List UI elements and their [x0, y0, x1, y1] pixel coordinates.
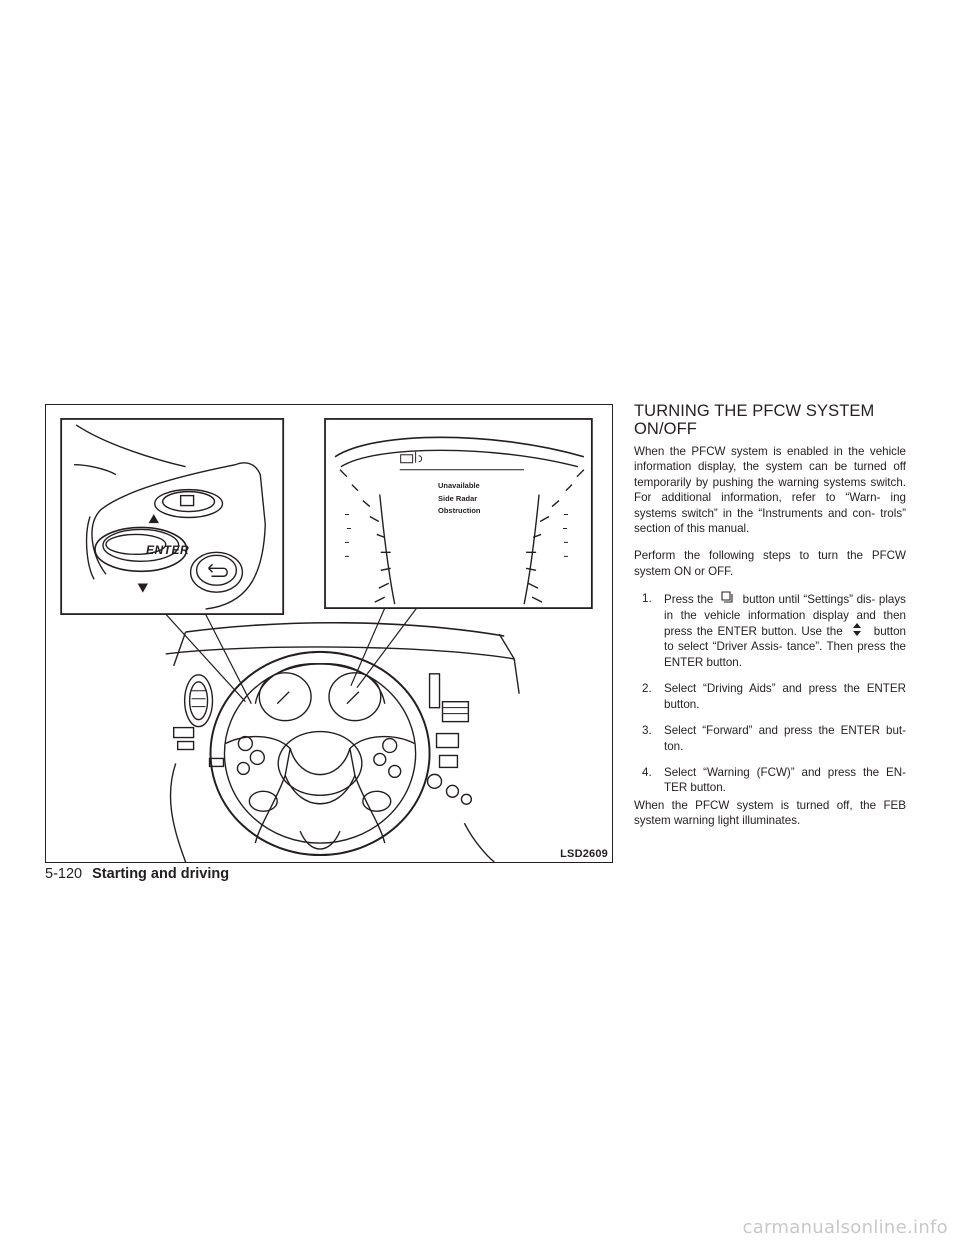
step-1-text-c: button to select “Driver Assis- tance”. …: [664, 625, 906, 669]
switch-closeup-box: [60, 418, 285, 615]
display-line-3: Obstruction: [438, 506, 481, 515]
step-number: 4.: [642, 765, 652, 779]
step-1-text-b: button until “Settings” dis- plays in th…: [664, 593, 906, 639]
closing-paragraph: When the PFCW system is turned off, the …: [634, 798, 906, 828]
step-2: 2. Select “Driving Aids” and press the E…: [634, 681, 906, 712]
enter-button-label: ENTER: [146, 543, 190, 557]
step-4: 4. Select “Warning (FCW)” and press the …: [634, 765, 906, 796]
back-button: [189, 551, 244, 593]
up-arrow-icon: [148, 514, 159, 524]
footer-section-title: Starting and driving: [92, 866, 230, 882]
step-4-text: Select “Warning (FCW)” and press the EN-…: [664, 765, 906, 795]
watermark: carmanualsonline.info: [742, 1217, 948, 1238]
menu-button: [154, 488, 224, 519]
illustration-figure: LSD2609: [45, 404, 613, 863]
radar-warning-icon: [400, 451, 423, 464]
step-1-text-a: Press the: [664, 593, 714, 607]
menu-button-icon: [179, 494, 195, 507]
text-column: TURNING THE PFCW SYSTEM ON/OFF When the …: [634, 402, 906, 841]
step-number: 3.: [642, 724, 652, 738]
step-3-text: Select “Forward” and press the ENTER but…: [664, 724, 906, 753]
steering-wheel-illustration: [60, 418, 593, 862]
figure-code: LSD2609: [560, 848, 608, 860]
steps-list: 1. Press the button until “Settings” dis…: [634, 591, 906, 795]
step-3: 3. Select “Forward” and press the ENTER …: [634, 723, 906, 754]
intro-paragraph: When the PFCW system is enabled in the v…: [634, 445, 906, 536]
up-down-arrow-icon: [853, 623, 862, 637]
page-footer: 5-120 Starting and driving: [45, 866, 229, 882]
page-number: 5-120: [45, 866, 83, 882]
heading-line-1: TURNING THE PFCW SYSTEM: [634, 402, 875, 420]
section-heading: TURNING THE PFCW SYSTEM ON/OFF: [634, 402, 906, 438]
steps-intro: Perform the following steps to turn the …: [634, 549, 906, 578]
steering-wheel: [209, 650, 431, 857]
meter-closeup-box: [324, 418, 593, 610]
step-number: 2.: [642, 682, 652, 696]
display-message: Unavailable Side Radar Obstruction: [438, 480, 481, 518]
down-arrow-icon: [137, 583, 148, 593]
menu-button-icon: [721, 591, 733, 603]
step-2-text: Select “Driving Aids” and press the ENTE…: [664, 682, 906, 711]
display-line-2: Side Radar: [438, 493, 478, 503]
step-number: 1.: [642, 592, 652, 606]
display-line-1: Unavailable: [438, 481, 480, 490]
heading-line-2: ON/OFF: [634, 420, 697, 438]
enter-button: [94, 526, 188, 573]
back-button-icon: [208, 567, 228, 577]
step-1: 1. Press the button until “Settings” dis…: [634, 591, 906, 670]
